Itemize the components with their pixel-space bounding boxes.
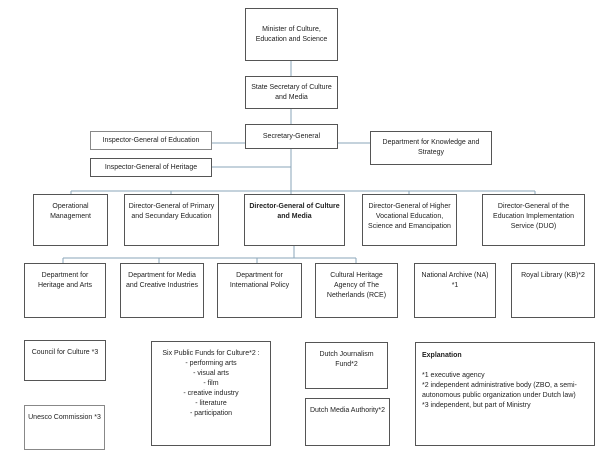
directorate-box: Director-General of Culture and Media bbox=[244, 194, 345, 246]
directorate-box: Director-General of Higher Vocational Ed… bbox=[362, 194, 457, 246]
ig-education-label: Inspector-General of Education bbox=[102, 136, 200, 144]
department-box: Department for International Policy bbox=[217, 263, 302, 318]
journalism-fund-label: Dutch Journalism Fund*2 bbox=[319, 351, 374, 368]
secretary-general-label: Secretary-General bbox=[262, 132, 321, 140]
minister-box: Minister of Culture, Education and Scien… bbox=[245, 8, 338, 61]
ig-heritage-box: Inspector-General of Heritage bbox=[90, 158, 212, 177]
fund-item: - visual arts bbox=[193, 370, 229, 377]
media-authority-label: Dutch Media Authority*2 bbox=[309, 407, 386, 414]
media-authority-box: Dutch Media Authority*2 bbox=[305, 398, 390, 446]
ig-education-box: Inspector-General of Education bbox=[90, 131, 212, 150]
department-box: Royal Library (KB)*2 bbox=[511, 263, 595, 318]
council-box: Council for Culture *3 bbox=[24, 340, 106, 381]
directorate-box: Operational Management bbox=[33, 194, 108, 246]
directorate-box: Director-General of the Education Implem… bbox=[482, 194, 585, 246]
fund-item: - literature bbox=[195, 400, 227, 407]
directorate-label: Director-General of Higher Vocational Ed… bbox=[368, 203, 451, 230]
explanation-item: *2 independent administrative body (ZBO,… bbox=[422, 382, 577, 399]
journalism-fund-box: Dutch Journalism Fund*2 bbox=[305, 342, 388, 389]
council-label: Council for Culture *3 bbox=[31, 349, 99, 356]
fund-item: - participation bbox=[189, 410, 233, 417]
department-box: National Archive (NA) *1 bbox=[414, 263, 496, 318]
department-label: Department for Media and Creative Indust… bbox=[126, 272, 198, 289]
department-box: Department for Media and Creative Indust… bbox=[120, 263, 204, 318]
explanation-item: *1 executive agency bbox=[422, 372, 485, 379]
directorate-label: Director-General of Primary and Secundar… bbox=[128, 203, 215, 220]
public-funds-box: Six Public Funds for Culture*2 : - perfo… bbox=[151, 341, 271, 446]
fund-item: - performing arts bbox=[185, 360, 237, 367]
unesco-box: Unesco Commission *3 bbox=[24, 405, 105, 450]
department-label: Department for Heritage and Arts bbox=[37, 272, 93, 289]
department-label: Royal Library (KB)*2 bbox=[521, 272, 585, 279]
department-box: Department for Heritage and Arts bbox=[24, 263, 106, 318]
directorate-label: Operational Management bbox=[50, 203, 91, 220]
minister-label: Minister of Culture, Education and Scien… bbox=[255, 25, 328, 43]
explanation-item: *3 independent, but part of Ministry bbox=[422, 402, 531, 409]
directorate-label: Director-General of Culture and Media bbox=[249, 203, 340, 220]
department-label: Cultural Heritage Agency of The Netherla… bbox=[326, 272, 387, 299]
ig-heritage-label: Inspector-General of Heritage bbox=[104, 163, 198, 171]
explanation-title: Explanation bbox=[422, 352, 462, 359]
knowledge-strategy-label: Department for Knowledge and Strategy bbox=[382, 139, 480, 156]
department-label: National Archive (NA) *1 bbox=[421, 272, 489, 289]
fund-item: - creative industry bbox=[183, 390, 239, 397]
unesco-label: Unesco Commission *3 bbox=[28, 414, 101, 421]
directorate-label: Director-General of the Education Implem… bbox=[493, 203, 574, 230]
state-secretary-label: State Secretary of Culture and Media bbox=[251, 83, 332, 101]
state-secretary-box: State Secretary of Culture and Media bbox=[245, 76, 338, 109]
funds-title: Six Public Funds for Culture*2 : bbox=[162, 350, 260, 357]
department-label: Department for International Policy bbox=[229, 272, 290, 289]
fund-item: - film bbox=[203, 380, 219, 387]
explanation-box: Explanation *1 executive agency *2 indep… bbox=[415, 342, 595, 446]
knowledge-strategy-box: Department for Knowledge and Strategy bbox=[370, 131, 492, 165]
secretary-general-box: Secretary-General bbox=[245, 124, 338, 149]
connector-lines bbox=[62, 61, 536, 263]
directorate-box: Director-General of Primary and Secundar… bbox=[124, 194, 219, 246]
department-box: Cultural Heritage Agency of The Netherla… bbox=[315, 263, 398, 318]
